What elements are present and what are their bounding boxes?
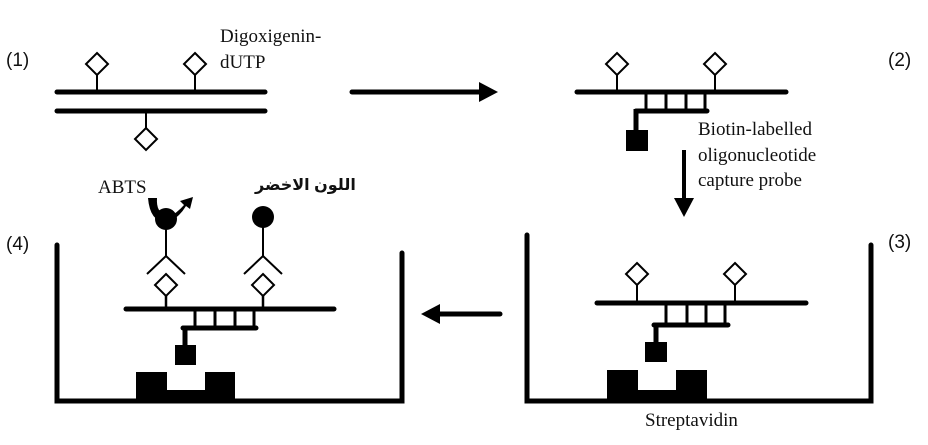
step-label-2: (2) xyxy=(888,50,911,71)
diamond-icon xyxy=(703,52,727,76)
digoxigenin-label-line1: Digoxigenin- xyxy=(220,26,321,47)
biotin-label-line3: capture probe xyxy=(698,170,802,191)
panel-3-captured-in-well: Streptavidin xyxy=(524,232,874,431)
biotin-square-icon xyxy=(626,130,648,151)
curved-arrow-out-icon xyxy=(168,197,193,222)
biotin-square-icon xyxy=(175,345,196,365)
capture-probe xyxy=(633,92,710,132)
diamond-icon xyxy=(154,273,178,297)
antibody-y-shape-icon xyxy=(146,227,186,275)
diamond-icon xyxy=(183,52,207,76)
step-label-4: (4) xyxy=(6,234,29,255)
panel-2-hybridized-probe: Biotin-labelled oligonucleotide capture … xyxy=(574,52,816,191)
diamond-icon xyxy=(605,52,629,76)
step-label-1: (1) xyxy=(6,50,29,71)
streptavidin-block-icon xyxy=(607,370,707,401)
diamond-icon xyxy=(723,262,747,286)
diamond-icon xyxy=(134,127,158,151)
curved-arrow-in-icon xyxy=(148,198,166,222)
streptavidin-block-icon xyxy=(136,372,235,401)
step-label-3: (3) xyxy=(888,232,911,253)
diamond-icon xyxy=(251,273,275,297)
streptavidin-label: Streptavidin xyxy=(645,410,738,431)
arrow-left-icon xyxy=(421,304,503,324)
enzyme-circle-icon xyxy=(252,206,274,228)
digoxigenin-label-line2: dUTP xyxy=(220,52,265,73)
abts-label: ABTS xyxy=(98,177,147,198)
biotin-label-line1: Biotin-labelled xyxy=(698,119,812,140)
arrow-right-icon xyxy=(349,82,498,102)
green-color-arabic-label: اللون الاخضر xyxy=(254,177,356,194)
biotin-label-line2: oligonucleotide xyxy=(698,145,816,166)
biotin-square-icon xyxy=(645,342,667,362)
arrow-down-icon xyxy=(674,150,694,217)
diamond-icon xyxy=(625,262,649,286)
diamond-icon xyxy=(85,52,109,76)
panel-1-labelled-dsdna: Digoxigenin- dUTP xyxy=(54,26,321,151)
antibody-y-shape-icon xyxy=(243,227,283,275)
panel-4-antibody-detection: ABTS اللون الاخضر xyxy=(54,177,405,404)
